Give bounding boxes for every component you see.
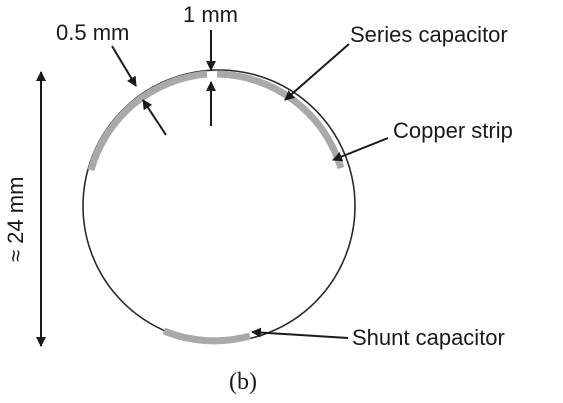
copper-strip-arc-right bbox=[216, 70, 345, 170]
copper-strip-arrow bbox=[332, 137, 389, 162]
shunt-capacitor-label: Shunt capacitor bbox=[352, 325, 505, 350]
shunt-capacitor-strip bbox=[162, 327, 251, 345]
series-capacitor-arrow bbox=[284, 43, 350, 101]
diameter-label: ≈ 24 mm bbox=[3, 177, 28, 262]
figure-caption: (b) bbox=[229, 369, 257, 395]
strip-width-arrow-outer bbox=[111, 45, 137, 87]
gap-width-label: 1 mm bbox=[183, 2, 238, 27]
shunt-capacitor-arrow bbox=[251, 327, 349, 339]
strip-width-label: 0.5 mm bbox=[56, 20, 129, 45]
copper-strip-arc bbox=[87, 70, 208, 171]
series-capacitor-label: Series capacitor bbox=[350, 22, 508, 47]
strip-width-arrow-inner bbox=[142, 99, 167, 136]
copper-strip-label: Copper strip bbox=[393, 118, 513, 143]
